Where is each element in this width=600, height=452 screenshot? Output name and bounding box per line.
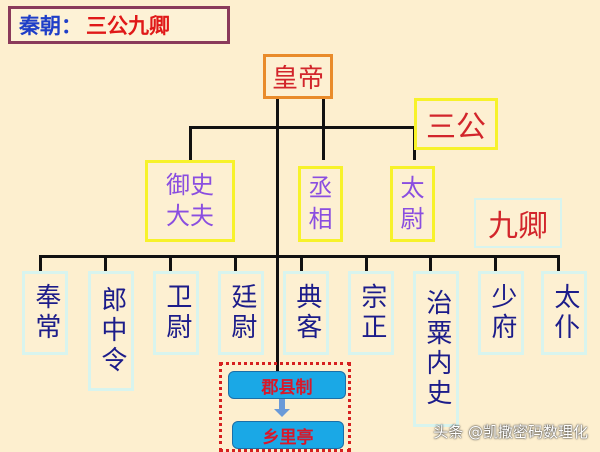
qing-tingwei: 廷尉: [218, 271, 264, 355]
qing-fengchang: 奉常: [22, 271, 68, 355]
minister-chengxiang-line1: 丞: [308, 174, 333, 203]
qing-zongzheng: 宗正: [348, 271, 394, 355]
minister-taiwei-line1: 太: [400, 174, 425, 203]
xiang-li-ting: 乡里亭: [232, 421, 344, 449]
arrow-down-head-icon: [274, 409, 290, 417]
connector-q8: [494, 255, 497, 271]
minister-taiwei-line2: 尉: [400, 205, 425, 233]
page-title: 秦朝： 三公九卿: [8, 6, 230, 44]
connector-q7: [429, 255, 432, 271]
minister-yushidafu-line1: 御史: [166, 171, 214, 200]
connector-emperor-main: [276, 99, 279, 371]
minister-yushidafu-line2: 大夫: [166, 202, 214, 230]
minister-yushidafu: 御史 大夫: [145, 160, 235, 242]
connector-sangong-bar: [189, 126, 415, 129]
connector-q6: [365, 255, 368, 271]
connector-q4: [234, 255, 237, 271]
jiuqing-label: 九卿: [474, 198, 562, 248]
qing-langzhongling: 郎中令: [88, 271, 134, 391]
qing-dianke: 典客: [283, 271, 329, 355]
connector-q3: [169, 255, 172, 271]
connector-emperor-right: [322, 99, 325, 129]
connector-q1: [39, 255, 42, 271]
arrow-down-icon: [279, 399, 285, 411]
sangong-label: 三公: [414, 98, 498, 150]
connector-q5: [300, 255, 303, 271]
qing-taipu: 太仆: [541, 271, 587, 355]
title-prefix: 秦朝：: [19, 14, 82, 38]
connector-yushi: [189, 126, 192, 160]
minister-chengxiang: 丞 相: [298, 166, 343, 242]
prefecture-county-system: 郡县制: [228, 371, 346, 399]
connector-jiuqing-bar: [39, 255, 560, 258]
qing-weiwei: 卫尉: [153, 271, 199, 355]
minister-chengxiang-line2: 相: [308, 205, 333, 233]
emperor-node: 皇帝: [263, 54, 333, 99]
connector-chengxiang: [322, 126, 325, 160]
connector-q9: [557, 255, 560, 271]
qing-shaofu: 少府: [478, 271, 524, 355]
qing-zhisuneishi: 治粟内史: [413, 271, 459, 427]
local-admin-group: 郡县制 乡里亭: [219, 362, 351, 452]
minister-taiwei: 太 尉: [390, 166, 435, 242]
title-main: 三公九卿: [86, 14, 170, 38]
connector-q2: [104, 255, 107, 271]
watermark: 头条 @凯撒密码数理化: [433, 423, 588, 441]
